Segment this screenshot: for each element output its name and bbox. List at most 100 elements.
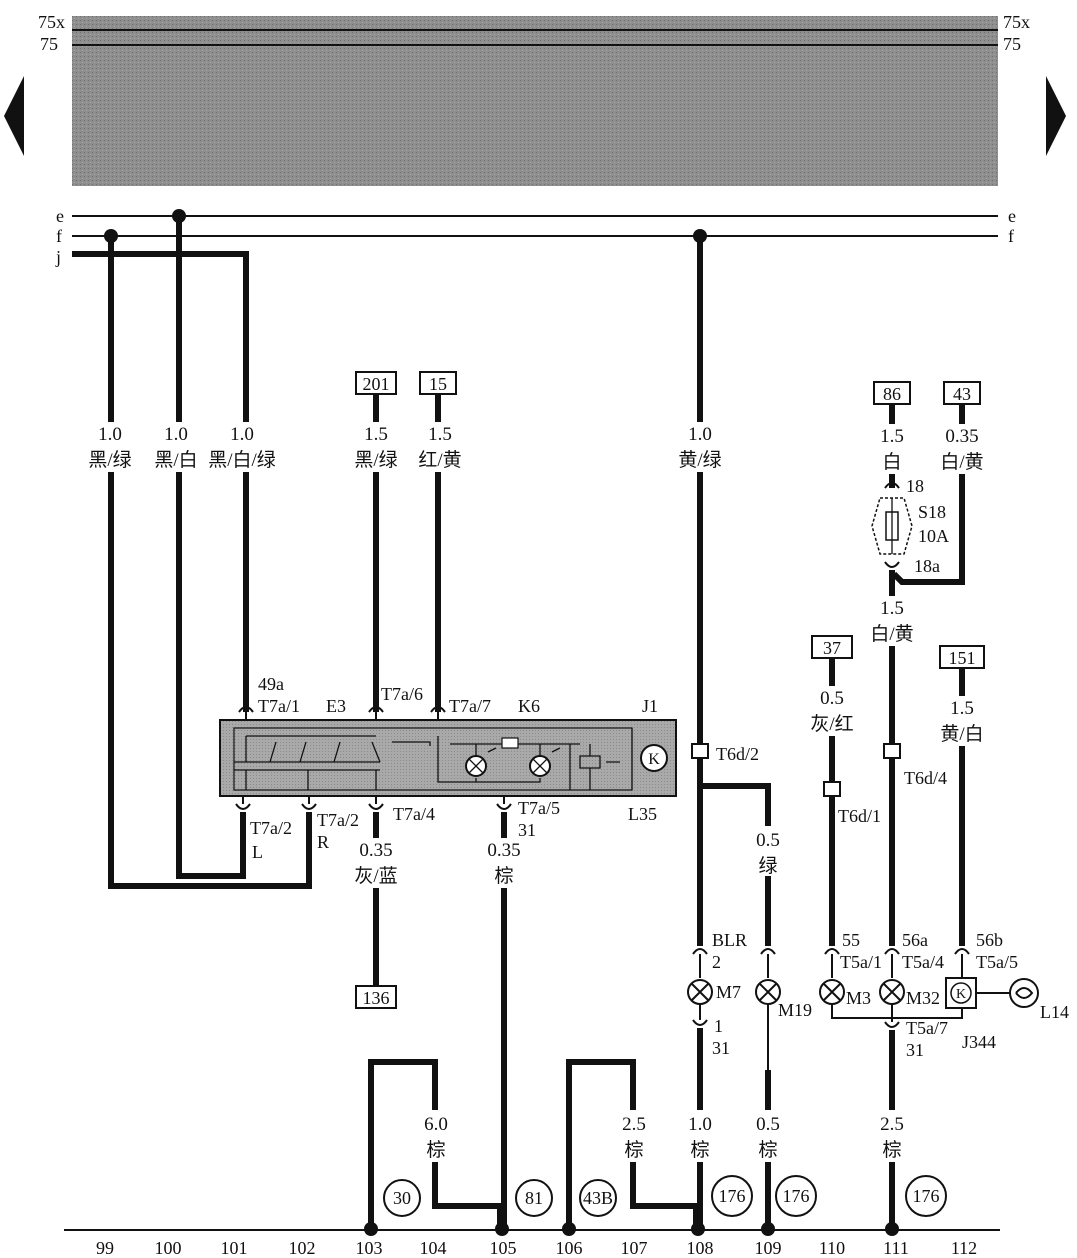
conn-t7a1-num: 49a [258,674,284,694]
ref-86: 86 [883,384,901,404]
conn-t6d2: T6d/2 [716,744,759,764]
wire-109-color: 绿 [758,855,777,877]
column-number-105: 105 [490,1238,517,1258]
rail-75x-label-left: 75x [38,12,65,32]
next-page-arrow-icon[interactable] [1046,76,1066,156]
conn-t7a7: T7a/7 [449,696,491,716]
wire-109b-size: 0.5 [756,1114,780,1135]
conn-t7a2-r: T7a/2 [317,810,359,830]
rail-75-label-left: 75 [40,34,58,54]
fuse-s18: S18 [918,502,946,522]
ground-30: 30 [393,1188,411,1208]
comp-m7-pin: 1 [714,1016,723,1036]
conn-t7a4: T7a/4 [393,804,435,824]
comp-m3: M3 [846,988,871,1008]
ref-201: 201 [363,374,390,394]
wire-104-size: 1.5 [428,424,452,445]
pin-56b: 56b [976,930,1003,950]
wire-104-color: 红/黄 [418,449,461,471]
column-number-104: 104 [420,1238,447,1258]
wire-112a-size: 0.35 [945,426,978,447]
conn-t5a1: T5a/1 [840,952,882,972]
ground-ref-176-c [905,1175,947,1217]
fuse-pin-18: 18 [906,476,924,496]
svg-text:K: K [648,751,660,768]
wire-111c-size: 2.5 [880,1114,904,1135]
wire-111b-size: 1.5 [880,598,904,619]
fuse-s18-rating: 10A [918,526,949,546]
ground-176-a: 176 [719,1186,746,1206]
comp-e3: E3 [326,696,346,716]
timer-k-icon [640,744,668,772]
column-number-109: 109 [755,1238,782,1258]
wire-99-color: 黑/绿 [88,449,131,471]
fuse-pin-18a: 18a [914,556,940,576]
connector-t6d4-icon [883,743,901,759]
ground-176-c: 176 [913,1186,940,1206]
wire-110-size: 0.5 [820,688,844,709]
conn-t7a2-l: T7a/2 [250,818,292,838]
pin-56a: 56a [902,930,928,950]
wire-103b-size: 0.35 [359,840,392,861]
wire-112b-size: 1.5 [950,698,974,719]
conn-t6d1: T6d/1 [838,806,881,826]
comp-j1: J1 [642,696,658,716]
rail-e-label-right: e [1008,206,1016,226]
wire-105-color: 棕 [494,865,513,887]
wire-101-size: 1.0 [230,424,254,445]
column-number-103: 103 [356,1238,383,1258]
connector-t6d1-icon [823,781,841,797]
conn-t7a2-r-side: R [317,832,329,852]
wire-107-color: 棕 [624,1139,643,1161]
wire-103-color: 黑/绿 [354,449,397,471]
conn-t6d4: T6d/4 [904,768,947,788]
wire-112a-color: 白/黄 [940,451,983,473]
ground-ref-30 [383,1179,421,1217]
rail-75x-label-right: 75x [1003,12,1030,32]
wire-111b-color: 白/黄 [870,623,913,645]
wire-112b-color: 黄/白 [940,723,983,745]
wire-100-color: 黑/白 [154,449,197,471]
rail-75-label-right: 75 [1003,34,1021,54]
comp-l35: L35 [628,804,657,824]
column-number-108: 108 [687,1238,714,1258]
ground-176-b: 176 [783,1186,810,1206]
connector-t6d2-icon [691,743,709,759]
wire-103b-color: 灰/蓝 [354,865,397,887]
ground-ref-81 [515,1179,553,1217]
comp-m7-31: 31 [712,1038,730,1058]
wire-109-size: 0.5 [756,830,780,851]
comp-blr: BLR [712,930,747,950]
rail-j-label: j [55,247,61,267]
conn-t7a5-num: 31 [518,820,536,840]
wire-109b-color: 棕 [758,1139,777,1161]
wire-112-top [891,404,965,585]
wire-108b-color: 棕 [690,1139,709,1161]
wire-104b-size: 6.0 [424,1114,448,1135]
column-number-107: 107 [621,1238,648,1258]
column-number-106: 106 [556,1238,583,1258]
comp-m19: M19 [778,1000,812,1020]
column-number-100: 100 [155,1238,182,1258]
switch-unit-e3-k6-j1 [219,719,677,797]
lamp-l14-icon [1009,978,1039,1008]
conn-t7a6: T7a/6 [381,684,423,704]
wire-101-color: 黑/白/绿 [208,449,276,471]
comp-j344: J344 [962,1032,996,1052]
rail-e-label-left: e [56,206,64,226]
rail-f-label-left: f [56,226,62,246]
wire-111c-color: 棕 [882,1139,901,1161]
ground-ref-43b [579,1179,617,1217]
wire-99-size: 1.0 [98,424,122,445]
wire-101 [72,251,249,712]
prev-page-arrow-icon[interactable] [4,76,24,156]
ground-81: 81 [525,1188,543,1208]
wire-100 [176,216,246,879]
conn-t7a1: T7a/1 [258,696,300,716]
wire-107-size: 2.5 [622,1114,646,1135]
wire-110-color: 灰/红 [810,713,853,735]
pin-31-t5a7: 31 [906,1040,924,1060]
ground-43b: 43B [583,1188,613,1208]
column-number-102: 102 [289,1238,316,1258]
